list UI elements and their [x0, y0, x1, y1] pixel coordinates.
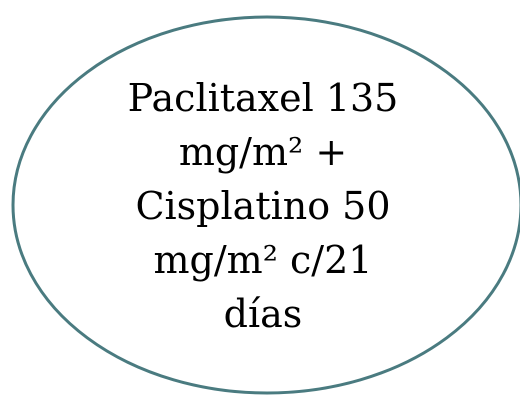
- treatment-ellipse: [11, 15, 520, 395]
- label-line-1: Paclitaxel 135: [127, 76, 399, 120]
- label-line-2: mg/m² +: [178, 130, 348, 174]
- label-line-3: Cisplatino 50: [135, 184, 391, 228]
- treatment-label: Paclitaxel 135 mg/m² + Cisplatino 50 mg/…: [118, 62, 408, 350]
- label-line-5: días: [223, 292, 303, 336]
- label-line-4: mg/m² c/21: [153, 238, 373, 282]
